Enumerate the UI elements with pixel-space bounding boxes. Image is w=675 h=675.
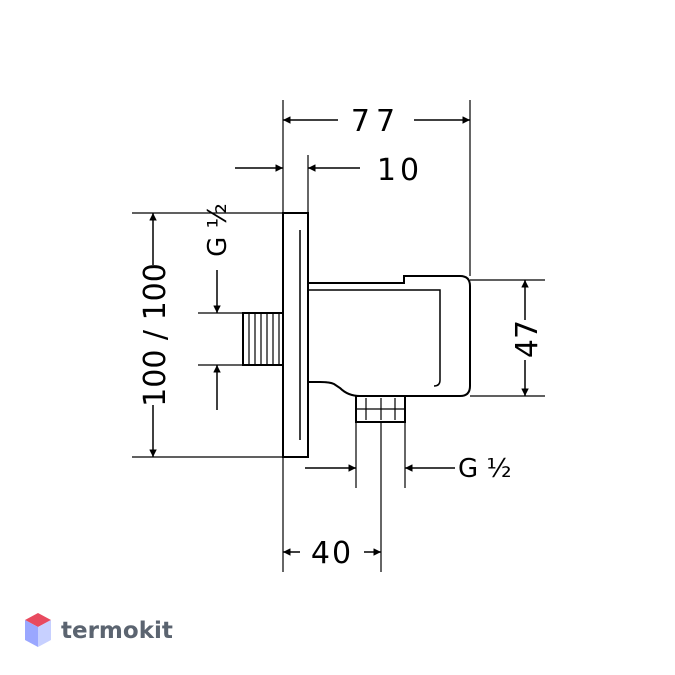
inlet-thread-lines	[248, 313, 280, 365]
dim-inlet-thread: G ½	[203, 203, 233, 257]
dim-outlet-thread: G ½	[458, 454, 512, 484]
body-inner-outline	[308, 289, 441, 387]
dim-flange-thickness: 10	[377, 153, 423, 188]
dim-total-depth: 77	[351, 104, 401, 139]
nut-facets	[356, 398, 405, 420]
dimension-arrows	[149, 116, 529, 556]
watermark-text: termokit	[61, 618, 173, 644]
dim-body-height: 47	[510, 320, 545, 358]
extension-lines	[132, 100, 545, 572]
dim-outlet-offset: 40	[311, 536, 353, 571]
threaded-inlet	[242, 312, 284, 366]
outlet-body	[308, 275, 471, 397]
cube-logo-icon	[25, 613, 51, 647]
dim-plate-height: 100 / 100	[138, 263, 173, 407]
termokit-logo: termokit	[25, 613, 173, 647]
wall-plate	[282, 212, 309, 458]
wall-outlet-part	[242, 212, 471, 458]
